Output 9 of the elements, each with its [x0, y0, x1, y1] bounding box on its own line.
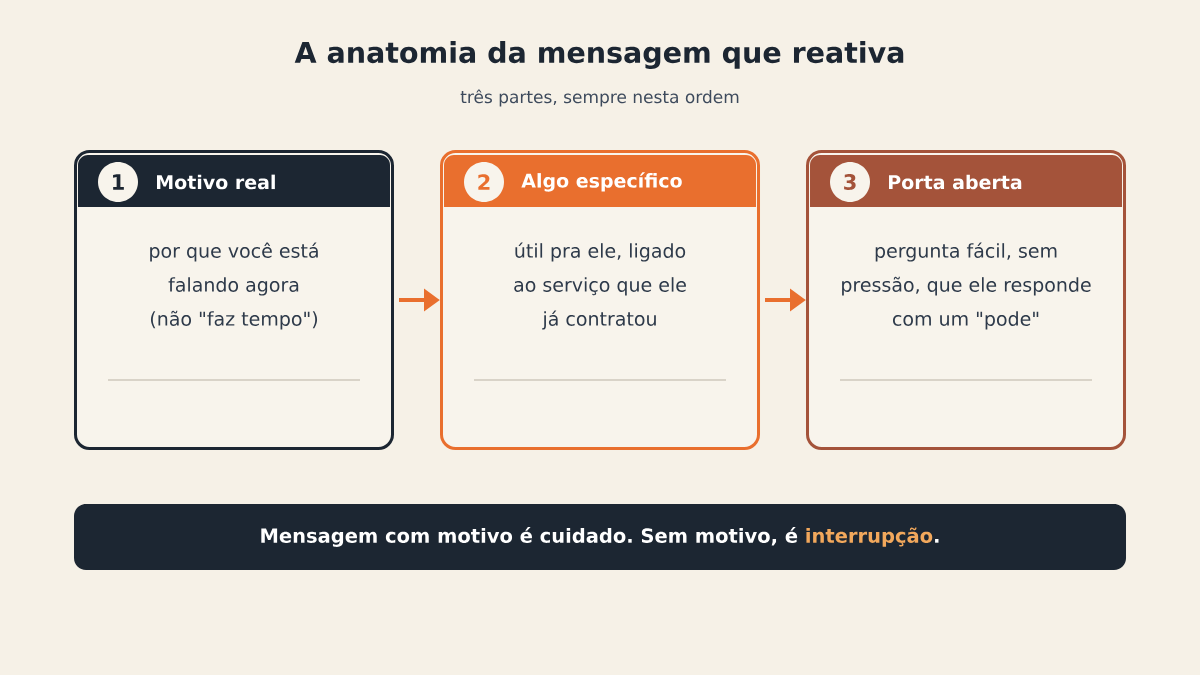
- number-badge: 3: [830, 162, 870, 202]
- number-badge: 2: [464, 162, 504, 202]
- subtitle: três partes, sempre nesta ordem: [460, 89, 739, 107]
- card-text: pergunta fácil, sem pressão, que ele responde com um "pode": [842, 242, 1091, 330]
- card-text: por que você está falando agora (não "faz tempo"): [150, 242, 318, 330]
- number-badge: 1: [98, 162, 138, 202]
- title: A anatomia da mensagem que reativa: [294, 41, 904, 69]
- card-text: útil pra ele, ligado ao serviço que ele já contratou: [514, 242, 686, 330]
- banner: Mensagem com motivo é cuidado. Sem motivo, é interrupção.: [74, 504, 1126, 570]
